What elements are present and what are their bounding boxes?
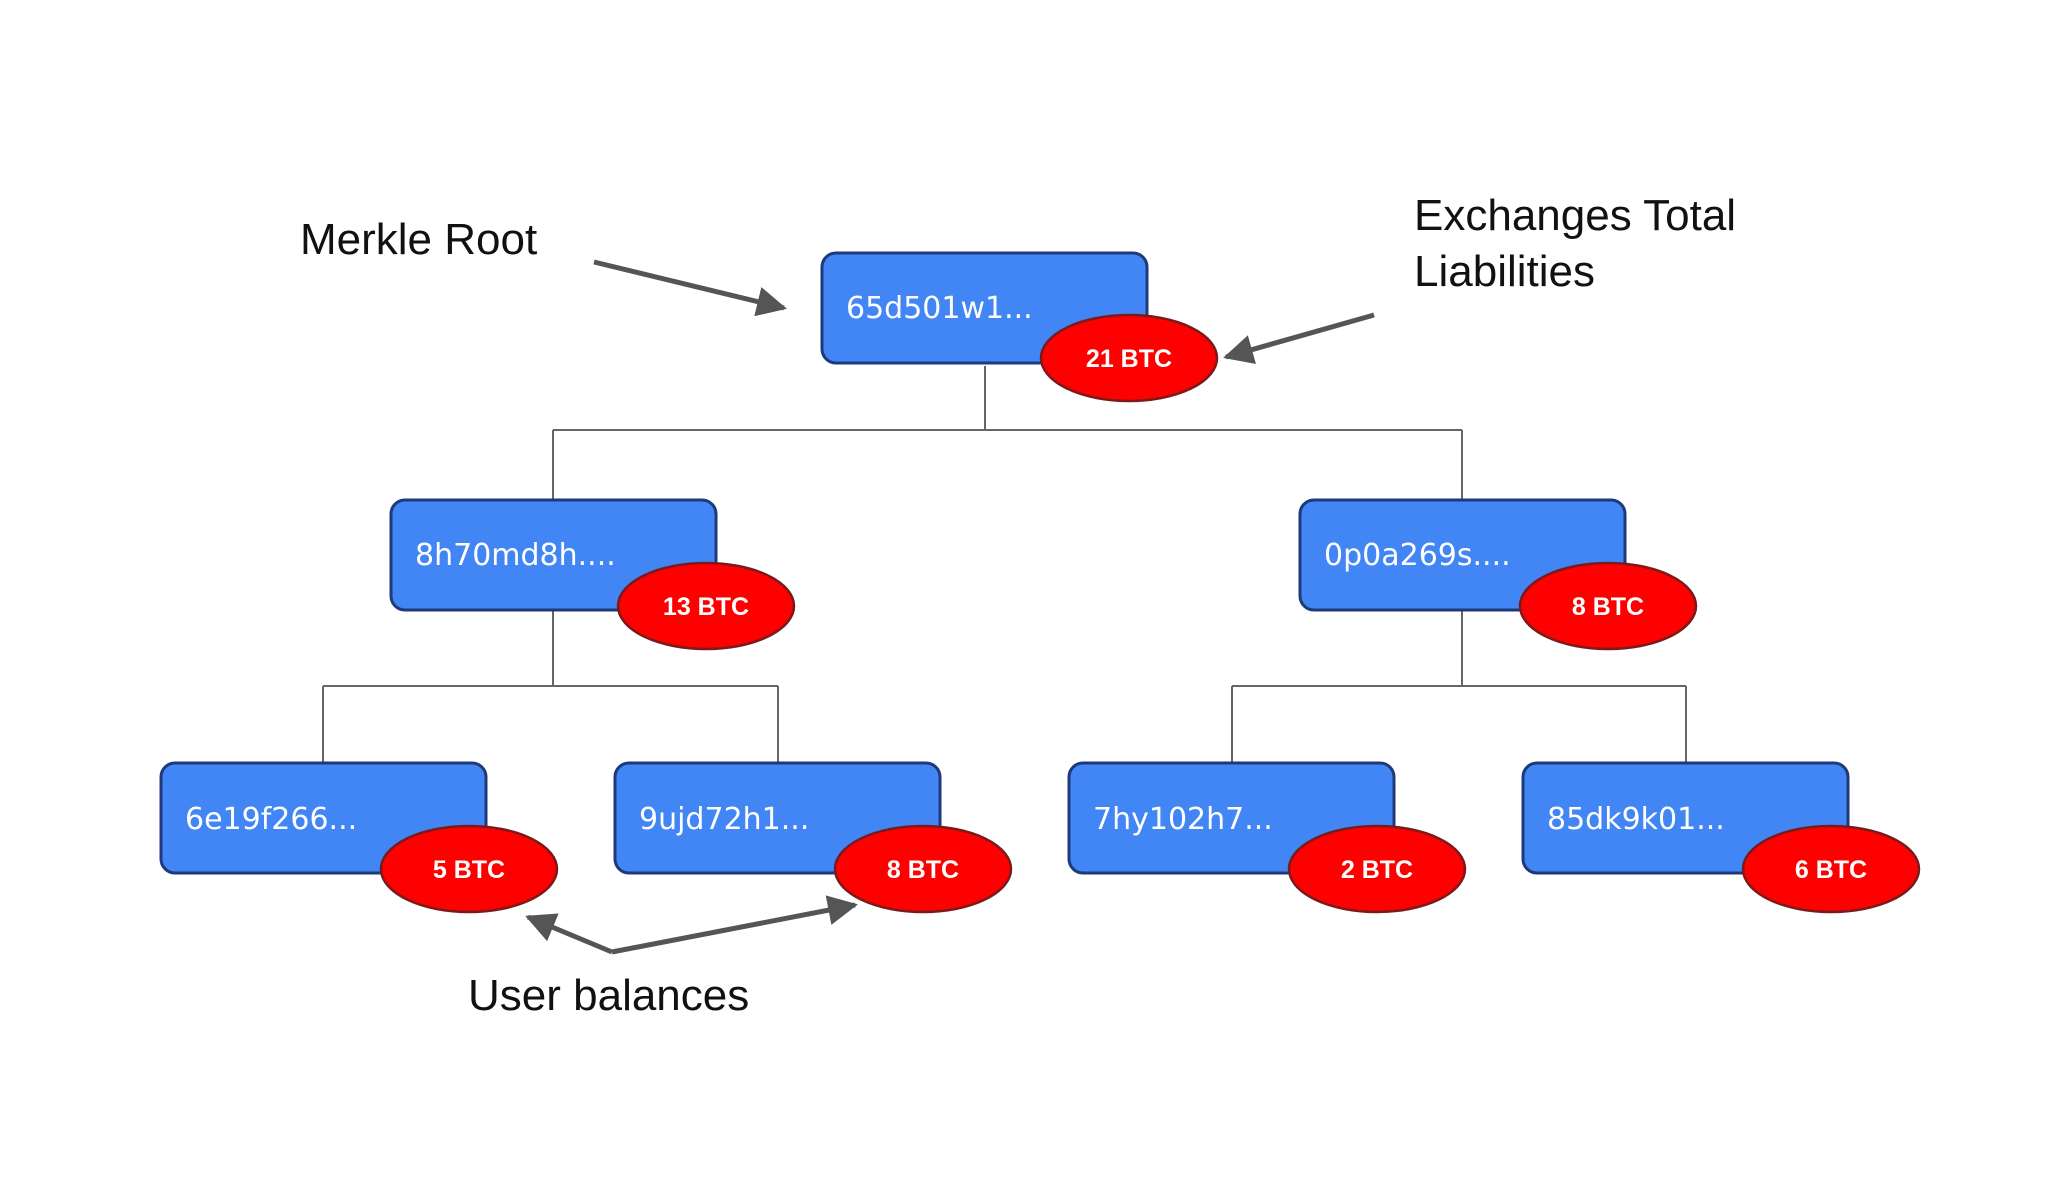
leaf-2-balance-badge: [833, 824, 1013, 914]
level1-right-balance: 8 BTC: [1572, 593, 1644, 621]
leaf-1-balance: 5 BTC: [433, 856, 505, 884]
leaf-node-2: 9ujd72h1... 8 BTC: [613, 761, 1013, 914]
root-hash: 65d501w1...: [846, 291, 1033, 326]
tree-connectors: [322, 366, 1687, 763]
level1-right-balance-badge: [1518, 561, 1698, 651]
user-balances-arrow-right: [611, 895, 858, 955]
leaf-node-3: 7hy102h7... 2 BTC: [1067, 761, 1467, 914]
liabilities-arrow: [1223, 312, 1375, 365]
annotation-arrows: [525, 259, 1375, 955]
connector-left-to-leaves: [322, 610, 779, 763]
root-node: 65d501w1... 21 BTC: [820, 251, 1219, 403]
level1-right-hash: 0p0a269s....: [1324, 538, 1511, 573]
merkle-root-arrow: [593, 259, 787, 317]
user-balances-label: User balances: [468, 971, 749, 1020]
root-balance: 21 BTC: [1086, 345, 1172, 373]
connector-root-to-level1: [552, 366, 1463, 500]
leaf-4-hash: 85dk9k01...: [1547, 802, 1725, 837]
connector-right-to-leaves: [1231, 610, 1687, 763]
leaf-2-balance: 8 BTC: [887, 856, 959, 884]
leaf-3-balance: 2 BTC: [1341, 856, 1413, 884]
leaf-4-balance-badge: [1741, 824, 1921, 914]
level1-node-right: 0p0a269s.... 8 BTC: [1298, 498, 1698, 651]
leaf-3-balance-badge: [1287, 824, 1467, 914]
merkle-root-label: Merkle Root: [300, 215, 537, 264]
user-balances-arrow-left: [525, 913, 613, 955]
leaf-3-hash: 7hy102h7...: [1093, 802, 1273, 837]
liabilities-label-line2: Liabilities: [1414, 247, 1595, 296]
liabilities-label-line1: Exchanges Total: [1414, 191, 1736, 240]
leaf-1-hash: 6e19f266...: [185, 802, 357, 837]
leaf-node-1: 6e19f266... 5 BTC: [159, 761, 559, 914]
root-balance-badge: [1039, 313, 1219, 403]
leaf-4-balance: 6 BTC: [1795, 856, 1867, 884]
level1-left-balance: 13 BTC: [663, 593, 749, 621]
level1-node-left: 8h70md8h.... 13 BTC: [389, 498, 796, 651]
leaf-node-4: 85dk9k01... 6 BTC: [1521, 761, 1921, 914]
level1-left-balance-badge: [616, 561, 796, 651]
leaf-1-balance-badge: [379, 824, 559, 914]
leaf-2-hash: 9ujd72h1...: [639, 802, 809, 837]
level1-left-hash: 8h70md8h....: [415, 538, 616, 573]
